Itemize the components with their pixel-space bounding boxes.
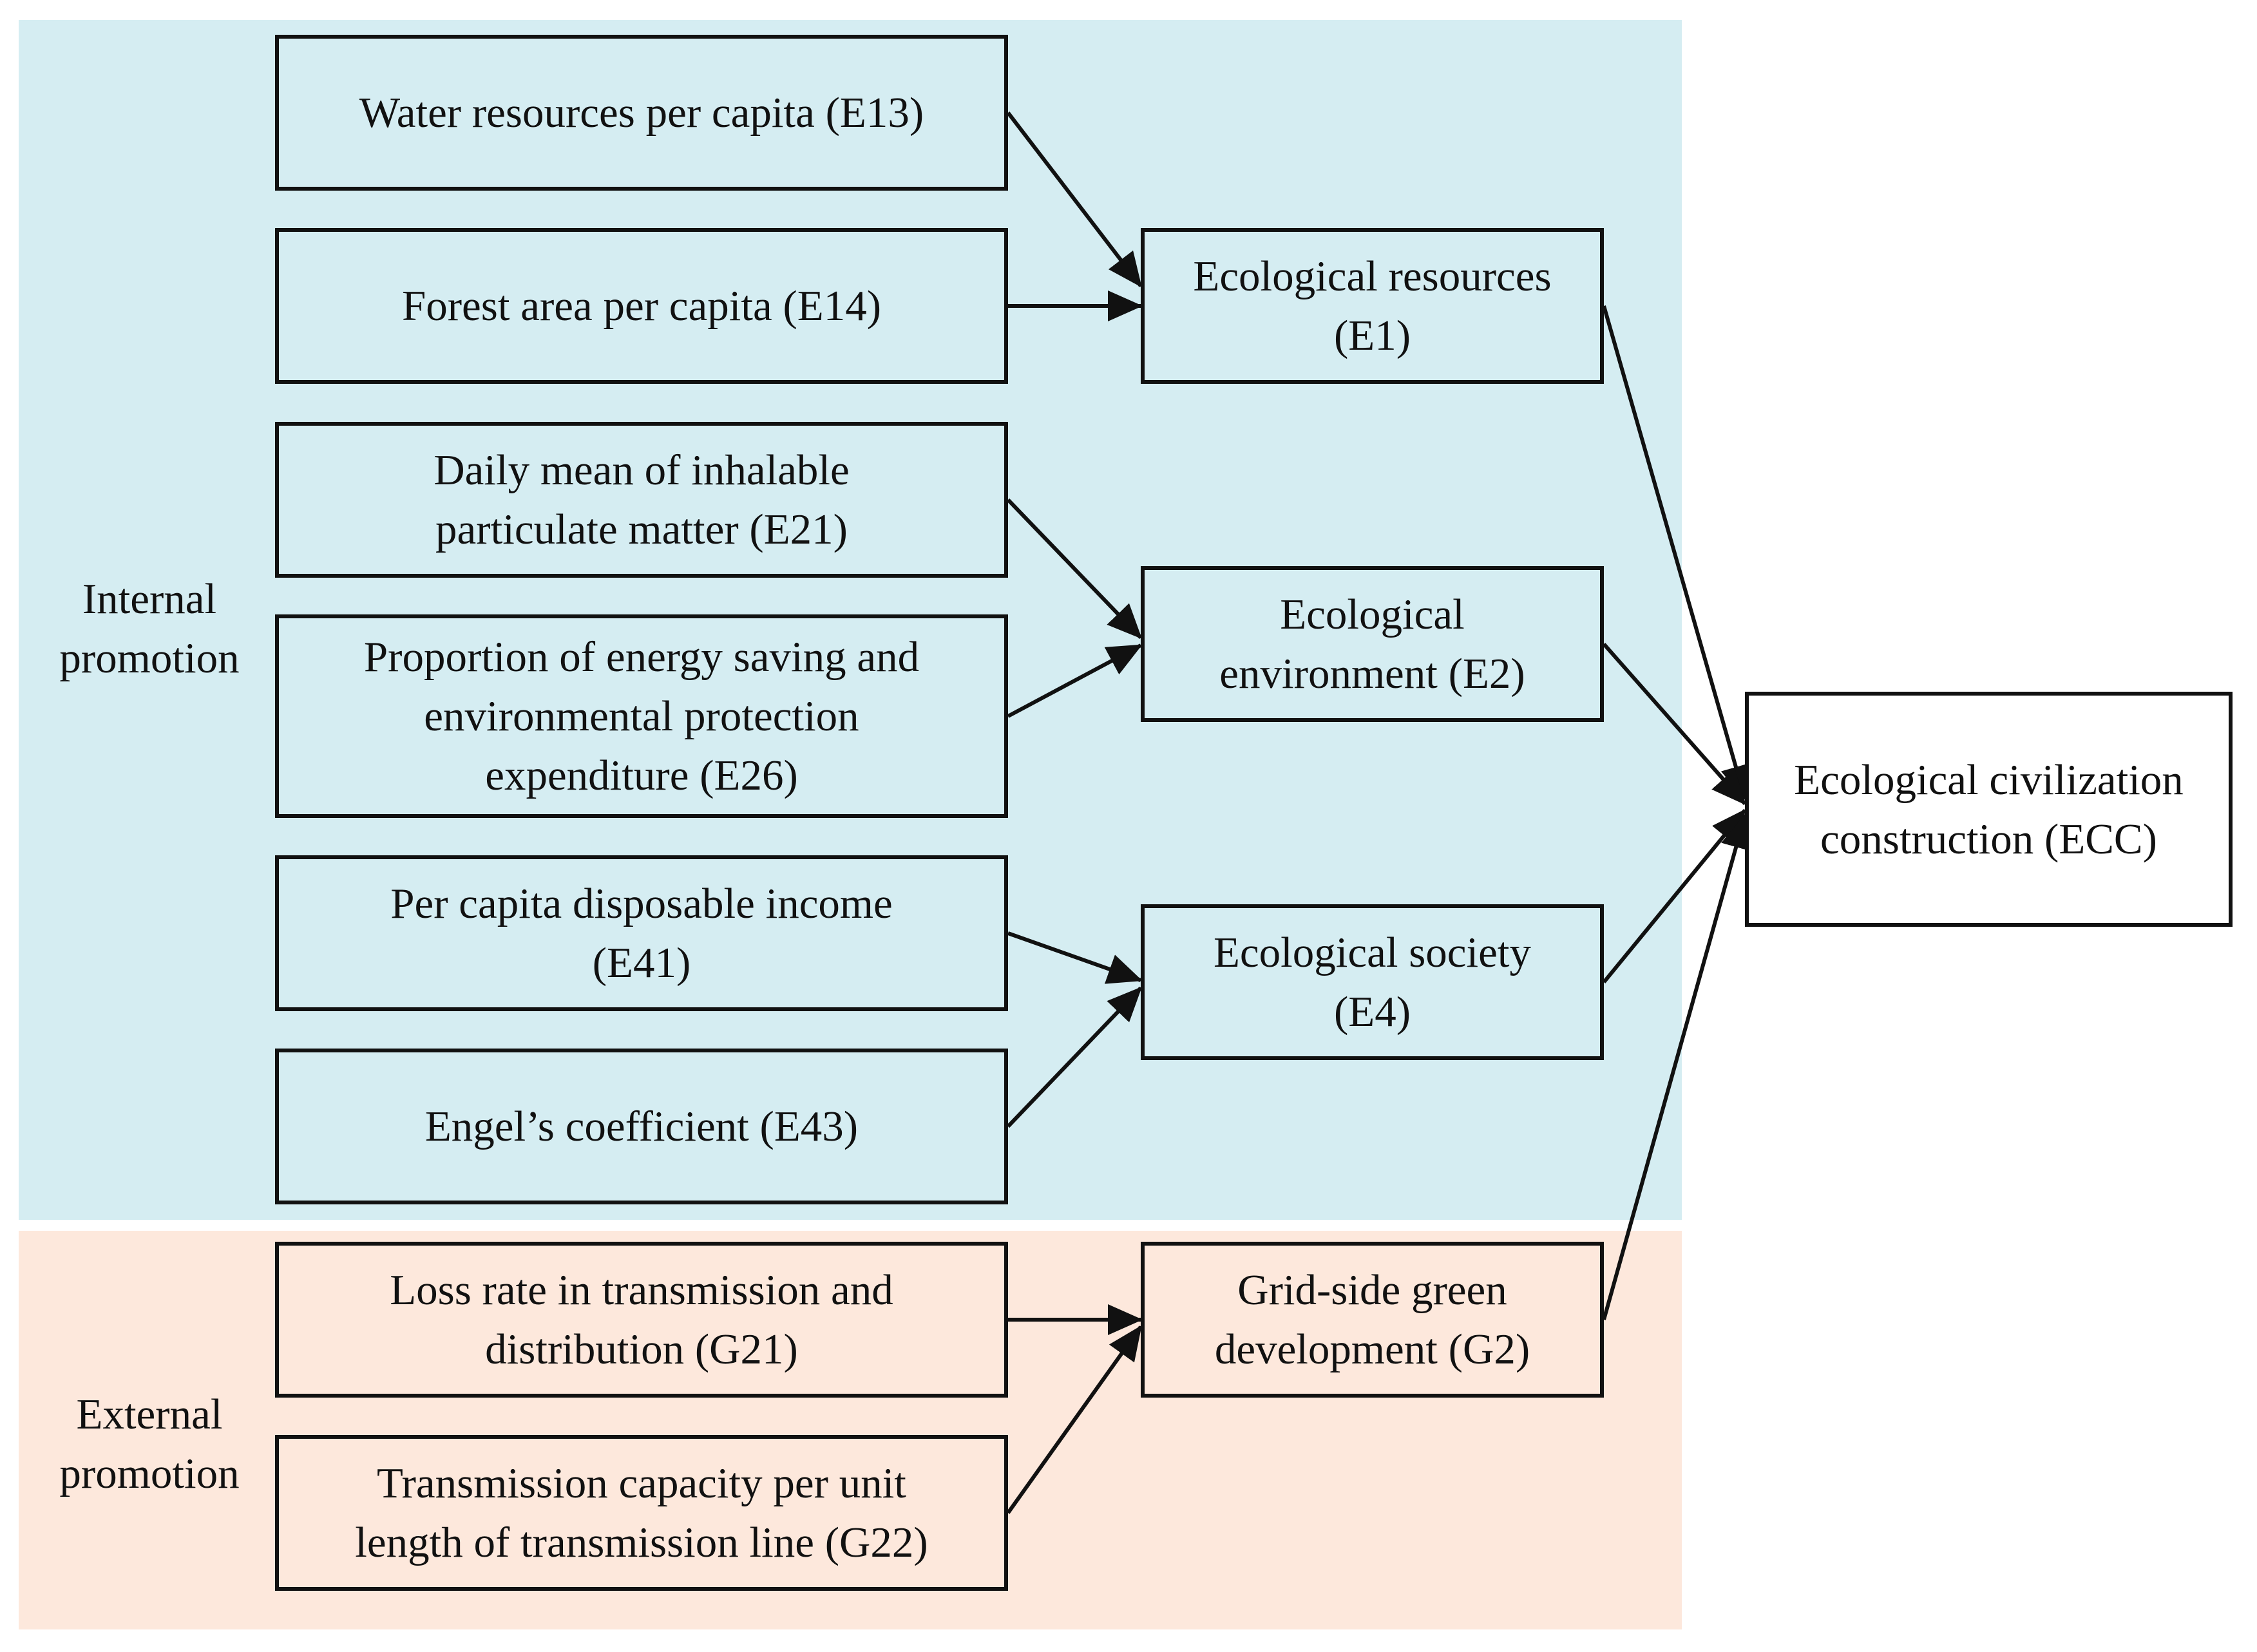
external-promotion-label: External promotion (53, 1385, 246, 1503)
internal-promotion-label: Internal promotion (53, 569, 246, 688)
node-ecc-ecological-civilization-construction: Ecological civilization construction (EC… (1745, 692, 2233, 927)
edge-e1-ecc (1602, 305, 1751, 801)
node-e13-water-resources: Water resources per capita (E13) (275, 35, 1008, 191)
edge-g2-ecc (1602, 813, 1751, 1320)
node-g22-line-1: Transmission capacity per unit (377, 1459, 906, 1507)
node-ecc-line-1: Ecological civilization (1794, 755, 2184, 804)
edge-e41-e4 (1007, 931, 1143, 984)
external-promotion-region (19, 1231, 1682, 1629)
edge-e2-ecc (1602, 643, 1747, 806)
node-e41-disposable-income: Per capita disposable income (E41) (275, 855, 1008, 1011)
node-e2-ecological-environment: Ecological environment (E2) (1141, 566, 1604, 722)
internal-label-line-1: Internal (82, 575, 217, 623)
node-e43-line-1: Engel’s coefficient (E43) (424, 1103, 859, 1150)
node-e1-line-1: Ecological resources (1193, 252, 1552, 300)
node-ecc-line-2: construction (ECC) (1820, 815, 2157, 863)
external-label-line-1: External (76, 1391, 223, 1438)
node-g21-line-1: Loss rate in transmission and (390, 1266, 893, 1314)
node-e1-line-2: (E1) (1333, 312, 1411, 359)
node-e26-line-1: Proportion of energy saving and (363, 633, 920, 681)
node-e4-ecological-society: Ecological society (E4) (1141, 904, 1604, 1060)
node-e14-line-1: Forest area per capita (E14) (401, 282, 882, 330)
node-e1-ecological-resources: Ecological resources (E1) (1141, 228, 1604, 384)
node-e4-line-1: Ecological society (1213, 929, 1531, 976)
edge-e26-e2 (1007, 643, 1143, 718)
edge-e21-e2 (1006, 498, 1143, 640)
internal-promotion-region (19, 20, 1682, 1220)
node-g21-line-2: distribution (G21) (485, 1325, 798, 1373)
node-e4-line-2: (E4) (1333, 988, 1411, 1036)
node-e14-forest-area: Forest area per capita (E14) (275, 228, 1008, 384)
node-e26-line-3: expenditure (E26) (485, 752, 798, 799)
node-g2-grid-side-green-development: Grid-side green development (G2) (1141, 1242, 1604, 1398)
node-e2-line-2: environment (E2) (1219, 650, 1525, 698)
edge-e43-e4 (1006, 986, 1143, 1128)
internal-label-line-2: promotion (59, 634, 240, 682)
external-label-line-2: promotion (59, 1450, 240, 1497)
node-g2-line-1: Grid-side green (1237, 1266, 1507, 1314)
node-g2-line-2: development (G2) (1214, 1325, 1530, 1373)
node-e21-line-2: particulate matter (E21) (435, 506, 848, 553)
node-e13-line-1: Water resources per capita (E13) (359, 89, 924, 137)
node-e43-engels-coefficient: Engel’s coefficient (E43) (275, 1049, 1008, 1204)
node-e26-line-2: environmental protection (424, 692, 859, 740)
node-e21-line-1: Daily mean of inhalable (433, 446, 850, 494)
edge-e13-e1 (1006, 111, 1143, 288)
node-e26-energy-saving-expenditure: Proportion of energy saving and environm… (275, 614, 1008, 818)
node-g22-line-2: length of transmission line (G22) (355, 1519, 928, 1566)
node-e21-particulate-matter: Daily mean of inhalable particulate matt… (275, 422, 1008, 578)
node-g21-loss-rate: Loss rate in transmission and distributi… (275, 1242, 1008, 1398)
node-e41-line-1: Per capita disposable income (390, 880, 893, 927)
node-e2-line-1: Ecological (1280, 591, 1465, 638)
node-e41-line-2: (E41) (592, 939, 691, 987)
edge-g22-g2 (1006, 1325, 1143, 1514)
node-g22-transmission-capacity: Transmission capacity per unit length of… (275, 1435, 1008, 1591)
